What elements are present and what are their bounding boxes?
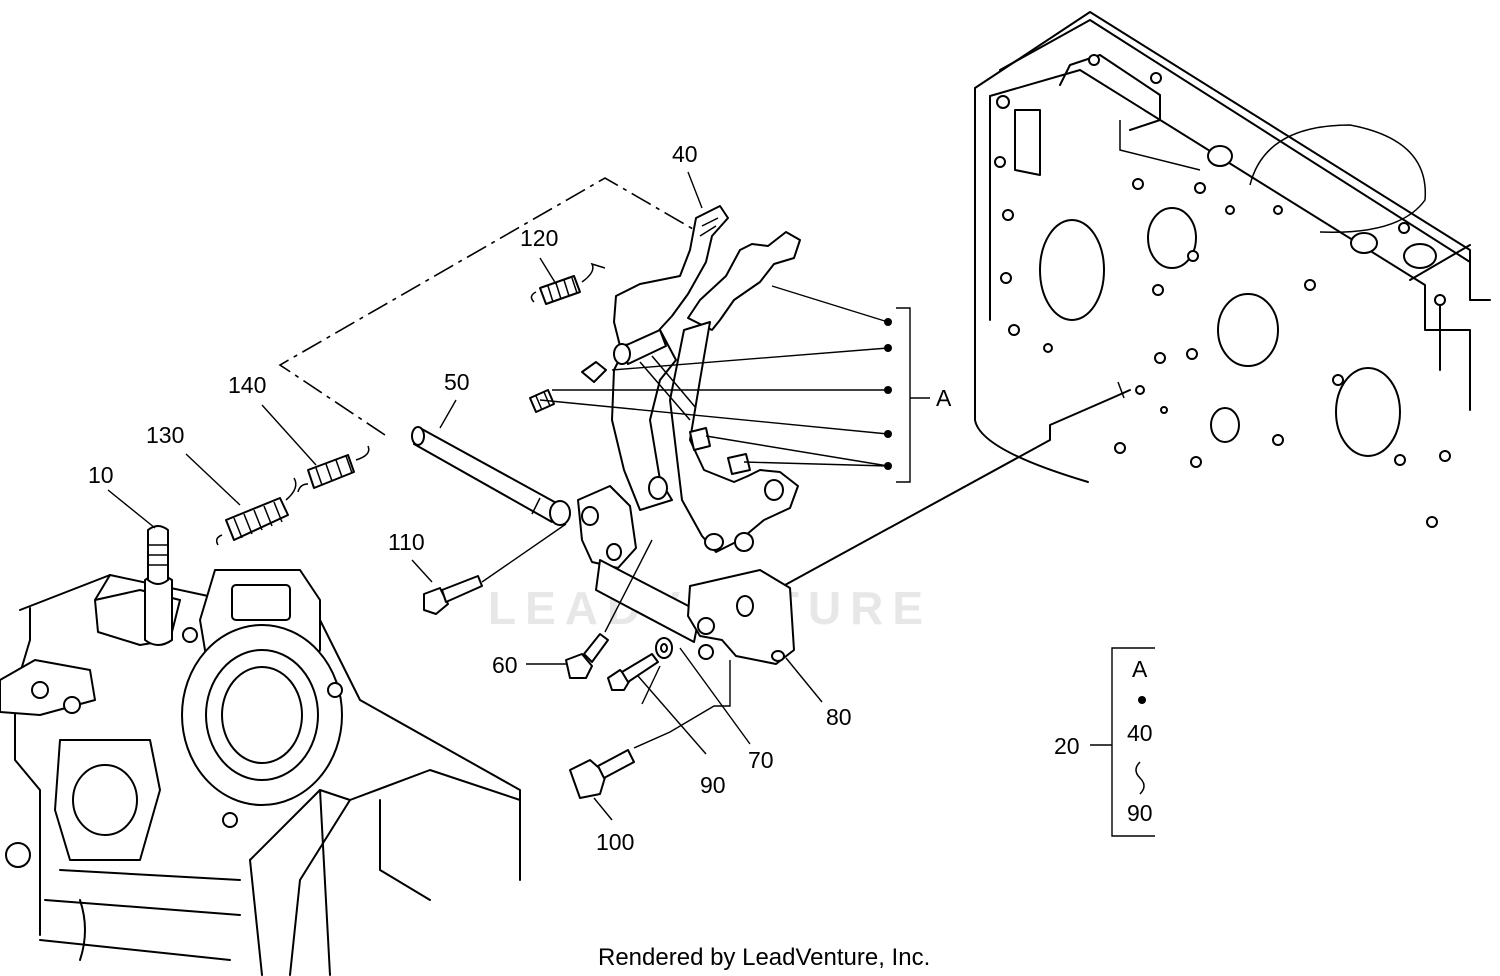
spring-130	[215, 477, 297, 546]
callout-10: 10	[88, 462, 114, 488]
callout-group-a: A	[936, 385, 952, 411]
leader-lines	[107, 171, 1155, 837]
linkage-outline	[278, 177, 713, 436]
bolt-60	[565, 633, 609, 679]
legend-range-from: 40	[1127, 720, 1153, 746]
callout-80: 80	[826, 704, 852, 730]
callout-40: 40	[672, 141, 698, 167]
washer-70	[655, 637, 673, 659]
callout-50: 50	[444, 369, 470, 395]
gear-case-drawing	[0, 525, 521, 976]
callout-140: 140	[228, 372, 266, 398]
callout-120: 120	[520, 225, 558, 251]
callout-90: 90	[700, 772, 726, 798]
legend-range-to: 90	[1127, 800, 1153, 826]
callout-60: 60	[492, 652, 518, 678]
spring-120	[530, 262, 606, 305]
lever-assembly-a	[529, 205, 801, 553]
pivot-bracket-80	[577, 485, 795, 665]
callout-20: 20	[1054, 733, 1080, 759]
callout-70: 70	[748, 747, 774, 773]
tie-rod	[784, 389, 1131, 586]
shaft-50	[411, 426, 571, 526]
footer-credit: Rendered by LeadVenture, Inc.	[598, 944, 930, 971]
callout-100: 100	[596, 829, 634, 855]
spring-140	[297, 445, 370, 493]
callout-130: 130	[146, 422, 184, 448]
bolt-90	[607, 653, 659, 691]
shaft-10	[144, 574, 173, 646]
legend-group-a: A	[1132, 656, 1148, 682]
engine-block-drawing	[974, 11, 1491, 528]
bolt-100	[569, 749, 635, 799]
group-a-markers	[884, 318, 1146, 704]
bolt-110	[423, 575, 483, 615]
callout-110: 110	[388, 529, 425, 555]
